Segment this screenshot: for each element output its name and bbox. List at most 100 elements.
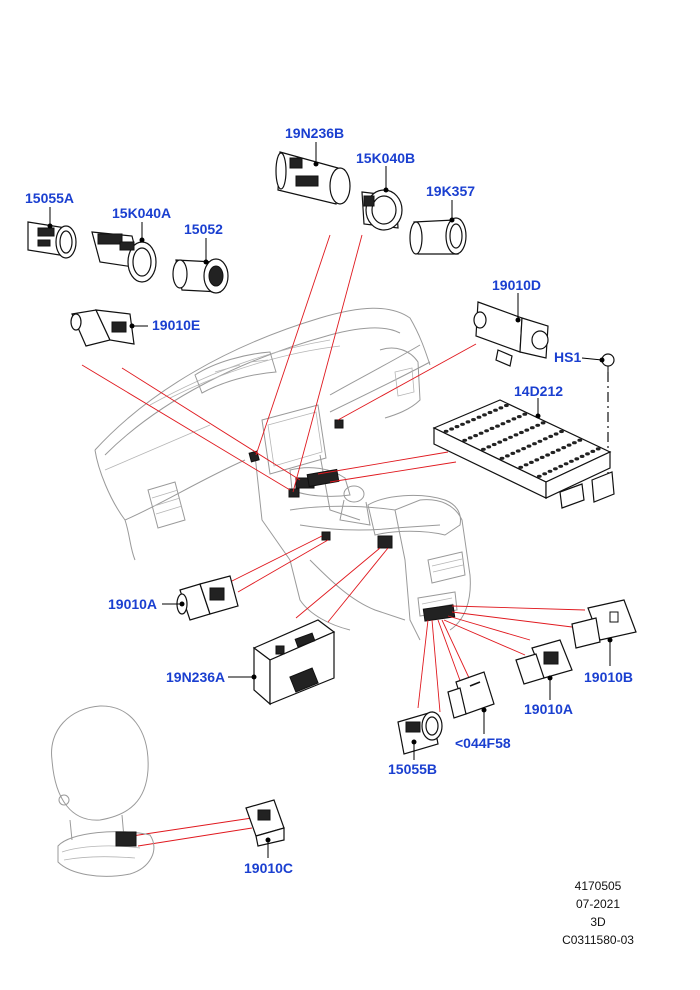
label-19010A-right: 19010A [524, 701, 573, 717]
view-type: 3D [590, 915, 606, 929]
vent-hole [519, 430, 524, 435]
label-19010A-left: 19010A [108, 596, 157, 612]
vent-hole [529, 460, 534, 464]
part-15052-cigar-lighter [172, 258, 229, 294]
vent-hole [516, 415, 522, 419]
label-15K040A: 15K040A [112, 205, 171, 221]
vent-hole [493, 408, 498, 412]
vent-hole [523, 463, 529, 467]
label-19N236B: 19N236B [285, 125, 344, 141]
label-044F58: <044F58 [455, 735, 511, 751]
vent-hole [515, 449, 521, 453]
part-15055A-socket [27, 221, 77, 259]
document-reference-block: 4170505 07-2021 3D C0311580-03 [562, 879, 634, 947]
vent-hole [577, 438, 583, 442]
label-15052: 15052 [184, 221, 223, 237]
drawing-code: C0311580-03 [562, 933, 634, 947]
part-15055B-socket [397, 711, 443, 755]
vent-hole [473, 434, 478, 438]
vent-hole [539, 455, 545, 459]
vent-hole [572, 441, 577, 445]
vent-hole [505, 454, 510, 458]
vent-hole [590, 449, 596, 453]
label-15K040B: 15K040B [356, 150, 415, 166]
vent-hole [526, 444, 532, 448]
label-HS1: HS1 [554, 349, 581, 365]
vent-hole [506, 419, 511, 423]
vent-hole [555, 448, 561, 452]
revision-date: 07-2021 [576, 897, 620, 911]
vent-hole [558, 464, 564, 468]
dashboard-background-illustration [94, 307, 471, 641]
label-19010B: 19010B [584, 669, 633, 685]
vent-hole [532, 442, 537, 446]
label-15055A: 15055A [25, 190, 74, 206]
part-19010A-left-usb-port [176, 575, 239, 621]
amplifier-vent-holes [443, 403, 601, 478]
vent-hole [547, 469, 553, 473]
part-19K357-plug [409, 217, 467, 255]
red-location-lines [81, 234, 586, 847]
label-19010E: 19010E [152, 317, 200, 333]
vent-hole [534, 458, 540, 462]
vent-hole [563, 462, 569, 466]
seat-headrest-illustration [51, 705, 155, 877]
vent-hole [497, 440, 503, 444]
vent-hole [559, 429, 564, 434]
vent-hole [550, 450, 556, 455]
vent-hole [504, 403, 509, 408]
vent-hole [478, 431, 484, 435]
vent-hole [449, 427, 454, 431]
part-15K040A-housing [91, 231, 157, 283]
vent-hole [561, 446, 567, 450]
part-number-labels: 15055A 15K040A 15052 19N236B 15K040B 19K… [25, 125, 633, 876]
vent-hole [513, 433, 519, 437]
vent-hole [454, 425, 460, 429]
part-19N236B-switch-housing [275, 151, 351, 205]
vent-hole [553, 467, 558, 471]
vent-hole [460, 422, 465, 426]
vent-hole [574, 457, 580, 461]
label-15055B: 15055B [388, 761, 437, 777]
vent-hole [537, 439, 543, 443]
vent-hole [498, 406, 504, 410]
vent-hole [476, 415, 482, 419]
vent-hole [500, 422, 506, 426]
vent-hole [540, 421, 546, 425]
vent-hole [524, 428, 530, 432]
part-15K040B-housing [361, 189, 403, 231]
vent-hole [486, 445, 492, 449]
vent-hole [481, 447, 486, 451]
vent-hole [443, 429, 449, 433]
vent-hole [542, 437, 548, 441]
part-19010C-usb-port [245, 799, 285, 847]
label-19K357: 19K357 [426, 183, 475, 199]
vent-hole [536, 474, 542, 478]
vent-hole [465, 420, 471, 424]
part-19010E-usb-port [70, 309, 135, 347]
vent-hole [482, 413, 487, 417]
vent-hole [579, 454, 585, 458]
vent-hole [545, 453, 550, 457]
label-19N236A: 19N236A [166, 669, 225, 685]
vent-hole [553, 432, 559, 436]
part-19010B-usb-port [571, 599, 637, 649]
vent-hole [491, 442, 497, 447]
vent-hole [484, 429, 489, 433]
illustration-number: 4170505 [575, 879, 622, 893]
label-14D212: 14D212 [514, 383, 563, 399]
label-19010D: 19010D [492, 277, 541, 293]
part-044F58-usb-port [447, 671, 495, 719]
vent-hole [529, 426, 535, 430]
part-19010D-module [473, 301, 549, 367]
vent-hole [548, 434, 554, 438]
vent-hole [595, 447, 601, 451]
vent-hole [467, 436, 473, 440]
vent-hole [569, 459, 574, 463]
vent-hole [502, 438, 508, 442]
vent-hole [535, 423, 541, 427]
label-leaders [47, 142, 613, 858]
vent-hole [499, 456, 505, 460]
vent-hole [542, 472, 548, 476]
